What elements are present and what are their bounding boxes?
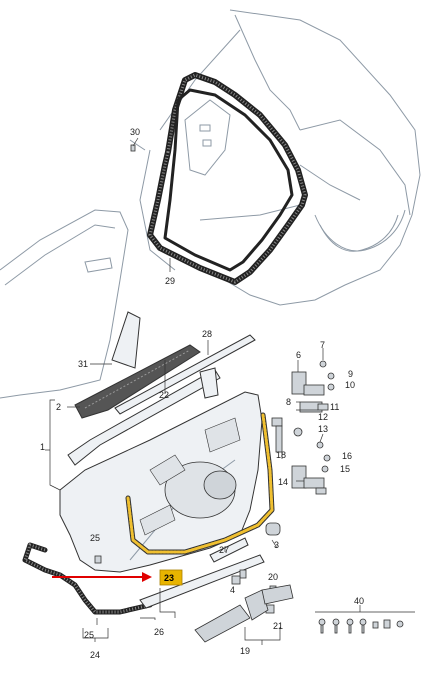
window-triangle-trim bbox=[111, 311, 141, 369]
callout-16: 16 bbox=[342, 451, 352, 461]
strip-end-piece bbox=[199, 367, 219, 399]
screw-30 bbox=[130, 144, 136, 152]
car-body-outline bbox=[129, 9, 421, 306]
callout-25-lower: 25 bbox=[84, 630, 94, 640]
screw-4 bbox=[239, 569, 247, 579]
callout-31: 31 bbox=[78, 359, 88, 369]
callout-24: 24 bbox=[90, 650, 100, 660]
callout-7: 7 bbox=[320, 340, 325, 350]
window-channel-strips bbox=[74, 334, 256, 419]
rear-door-shell bbox=[59, 391, 263, 573]
callout-30: 30 bbox=[130, 127, 140, 137]
callout-11: 11 bbox=[330, 402, 339, 412]
callout-4: 4 bbox=[230, 585, 235, 595]
callout-6: 6 bbox=[296, 350, 301, 360]
callout-8: 8 bbox=[286, 397, 291, 407]
callout-29: 29 bbox=[165, 276, 175, 286]
door-lock-assembly bbox=[194, 584, 294, 643]
callout-20: 20 bbox=[268, 572, 278, 582]
callout-12: 12 bbox=[318, 412, 328, 422]
callout-14: 14 bbox=[278, 477, 288, 487]
callout-22: 22 bbox=[159, 390, 169, 400]
callout-19: 19 bbox=[240, 646, 250, 656]
callout-18: 18 bbox=[276, 450, 286, 460]
callout-1: 1 bbox=[40, 442, 45, 452]
callout-labels: 1 2 3 4 6 7 8 9 10 11 12 13 14 15 16 18 … bbox=[40, 127, 364, 660]
door-bumper bbox=[265, 522, 281, 536]
callout-9: 9 bbox=[348, 369, 353, 379]
upper-hinge bbox=[291, 360, 335, 413]
callout-27: 27 bbox=[219, 545, 229, 555]
callout-10: 10 bbox=[345, 380, 355, 390]
leader-lines bbox=[45, 137, 361, 645]
callout-26: 26 bbox=[154, 627, 164, 637]
hardware-set bbox=[315, 611, 415, 634]
door-opening-seal bbox=[147, 72, 308, 285]
callout-28: 28 bbox=[202, 329, 212, 339]
callout-23-box bbox=[159, 569, 183, 586]
callout-25-upper: 25 bbox=[90, 533, 100, 543]
clip-4 bbox=[231, 575, 241, 585]
callout-15: 15 bbox=[340, 464, 350, 474]
lower-hinge bbox=[291, 441, 331, 495]
callout-23: 23 bbox=[164, 573, 174, 583]
door-seal-highlighted bbox=[125, 412, 275, 555]
callout-2: 2 bbox=[56, 402, 61, 412]
callout-13: 13 bbox=[318, 424, 328, 434]
outer-door-seal bbox=[22, 542, 153, 615]
front-door bbox=[0, 209, 129, 399]
strip-27 bbox=[209, 537, 249, 563]
highlight-arrow bbox=[52, 572, 152, 582]
callout-3: 3 bbox=[274, 540, 279, 550]
clip-25 bbox=[94, 555, 102, 564]
callout-21: 21 bbox=[273, 621, 283, 631]
door-check-strap bbox=[271, 417, 303, 453]
lower-sill-strip bbox=[139, 554, 265, 609]
callout-40: 40 bbox=[354, 596, 364, 606]
window-outer-strip bbox=[67, 369, 221, 466]
